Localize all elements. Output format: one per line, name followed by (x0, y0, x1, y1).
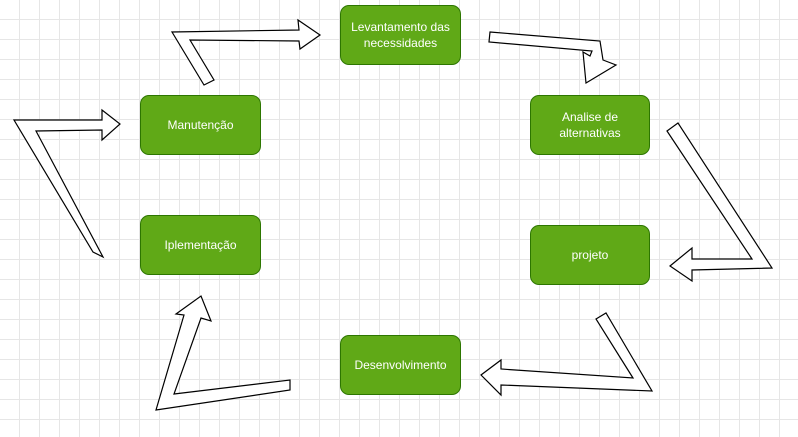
node-manutencao[interactable]: Manutenção (140, 95, 261, 155)
node-analise-de-alternativas[interactable]: Analise de alternativas (530, 95, 650, 155)
node-label: Manutenção (167, 118, 234, 132)
arrow-iplementacao-to-manutencao[interactable] (12, 108, 121, 259)
arrow-analise-to-projeto[interactable] (666, 122, 774, 283)
node-label: Desenvolvimento (354, 358, 447, 372)
arrow-projeto-to-desenvolvimento[interactable] (480, 312, 654, 397)
arrow-levantamento-to-analise[interactable] (488, 31, 618, 85)
node-iplementacao[interactable]: Iplementação (140, 215, 261, 275)
node-label: Iplementação (164, 238, 237, 252)
arrow-manutencao-to-levantamento[interactable] (170, 18, 322, 86)
node-label: Analise de alternativas (559, 110, 621, 140)
node-levantamento-das-necessidades[interactable]: Levantamento das necessidades (340, 5, 461, 65)
node-desenvolvimento[interactable]: Desenvolvimento (340, 335, 461, 395)
node-label: projeto (571, 248, 609, 262)
arrow-desenvolvimento-to-iplementacao[interactable] (155, 295, 291, 411)
node-projeto[interactable]: projeto (530, 225, 650, 285)
node-label: Levantamento das necessidades (351, 20, 450, 50)
